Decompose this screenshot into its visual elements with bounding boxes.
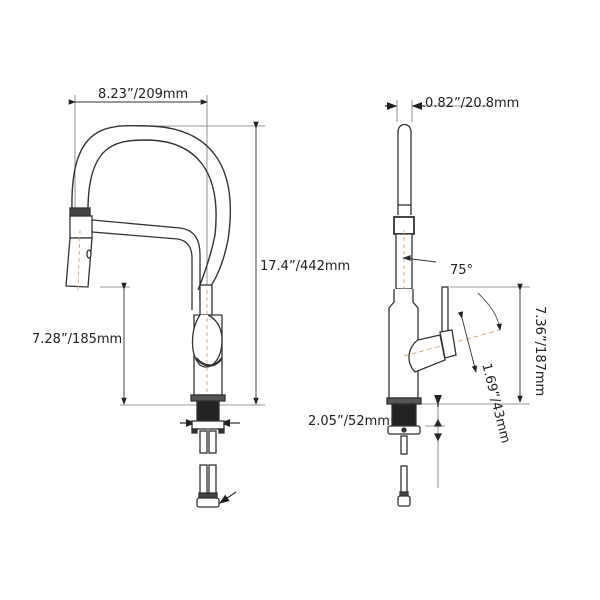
total-height-label: 17.4”/442mm [260, 259, 351, 274]
side-view [385, 100, 530, 507]
front-view [65, 95, 265, 508]
spout-clearance-label: 7.28”/185mm [32, 332, 123, 347]
handle-height-label: 7.36”/187mm [532, 306, 547, 397]
spout-diameter-label: 0.82”/20.8mm [425, 96, 520, 111]
handle-angle-label: 75° [450, 263, 474, 278]
spout-reach-label: 8.23”/209mm [98, 87, 189, 102]
deck-thickness-label: 2.05”/52mm [308, 414, 390, 429]
